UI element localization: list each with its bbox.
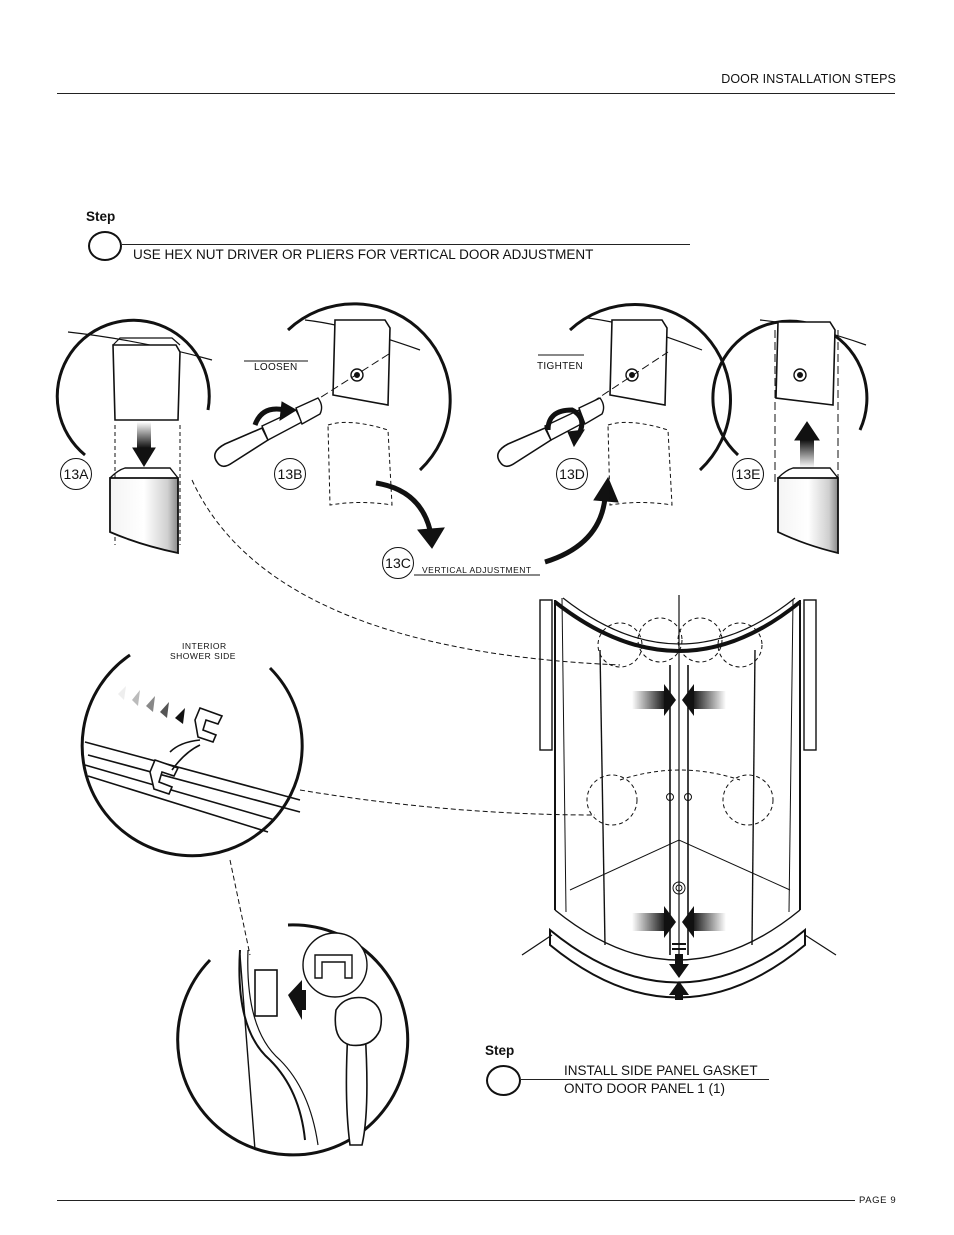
step-13-number-circle [88,231,122,261]
detail-13d [497,302,732,506]
loosen-label: LOOSEN [254,362,298,373]
step-13-instruction: USE HEX NUT DRIVER OR PLIERS FOR VERTICA… [133,247,594,262]
hammer-detail [176,923,410,1157]
step-14-number-circle [486,1065,521,1096]
gasket-label-line2: SHOWER SIDE [170,651,236,661]
callout-13e: 13E [732,458,764,490]
page-number: PAGE 9 [859,1195,897,1206]
step-14-instruction-line1: INSTALL SIDE PANEL GASKET [564,1063,758,1078]
step-14-instruction-line2: ONTO DOOR PANEL 1 (1) [564,1081,726,1096]
tighten-label: TIGHTEN [537,361,583,372]
step-14-label: Step [485,1043,515,1058]
shower-enclosure [521,595,837,1000]
footer-rule [57,1200,855,1201]
step-14-rule [521,1079,769,1080]
vertical-adjustment-label: VERTICAL ADJUSTMENT [422,565,532,575]
callout-13a: 13A [60,458,92,490]
step-13-rule [122,244,690,245]
header-rule [57,93,895,94]
step-13-label: Step [86,209,116,224]
detail-13a [55,318,213,555]
callout-13c: 13C [382,547,414,579]
callout-13b: 13B [274,458,306,490]
callout-13d: 13D [556,458,588,490]
detail-13b [214,302,452,506]
gasket-label-line1: INTERIOR [182,641,227,651]
page-header-title: DOOR INSTALLATION STEPS [721,72,896,86]
gasket-detail [80,653,304,858]
dashed-connectors [191,479,621,956]
vertical-adjust-arrows [375,476,619,576]
detail-13e [711,319,869,555]
